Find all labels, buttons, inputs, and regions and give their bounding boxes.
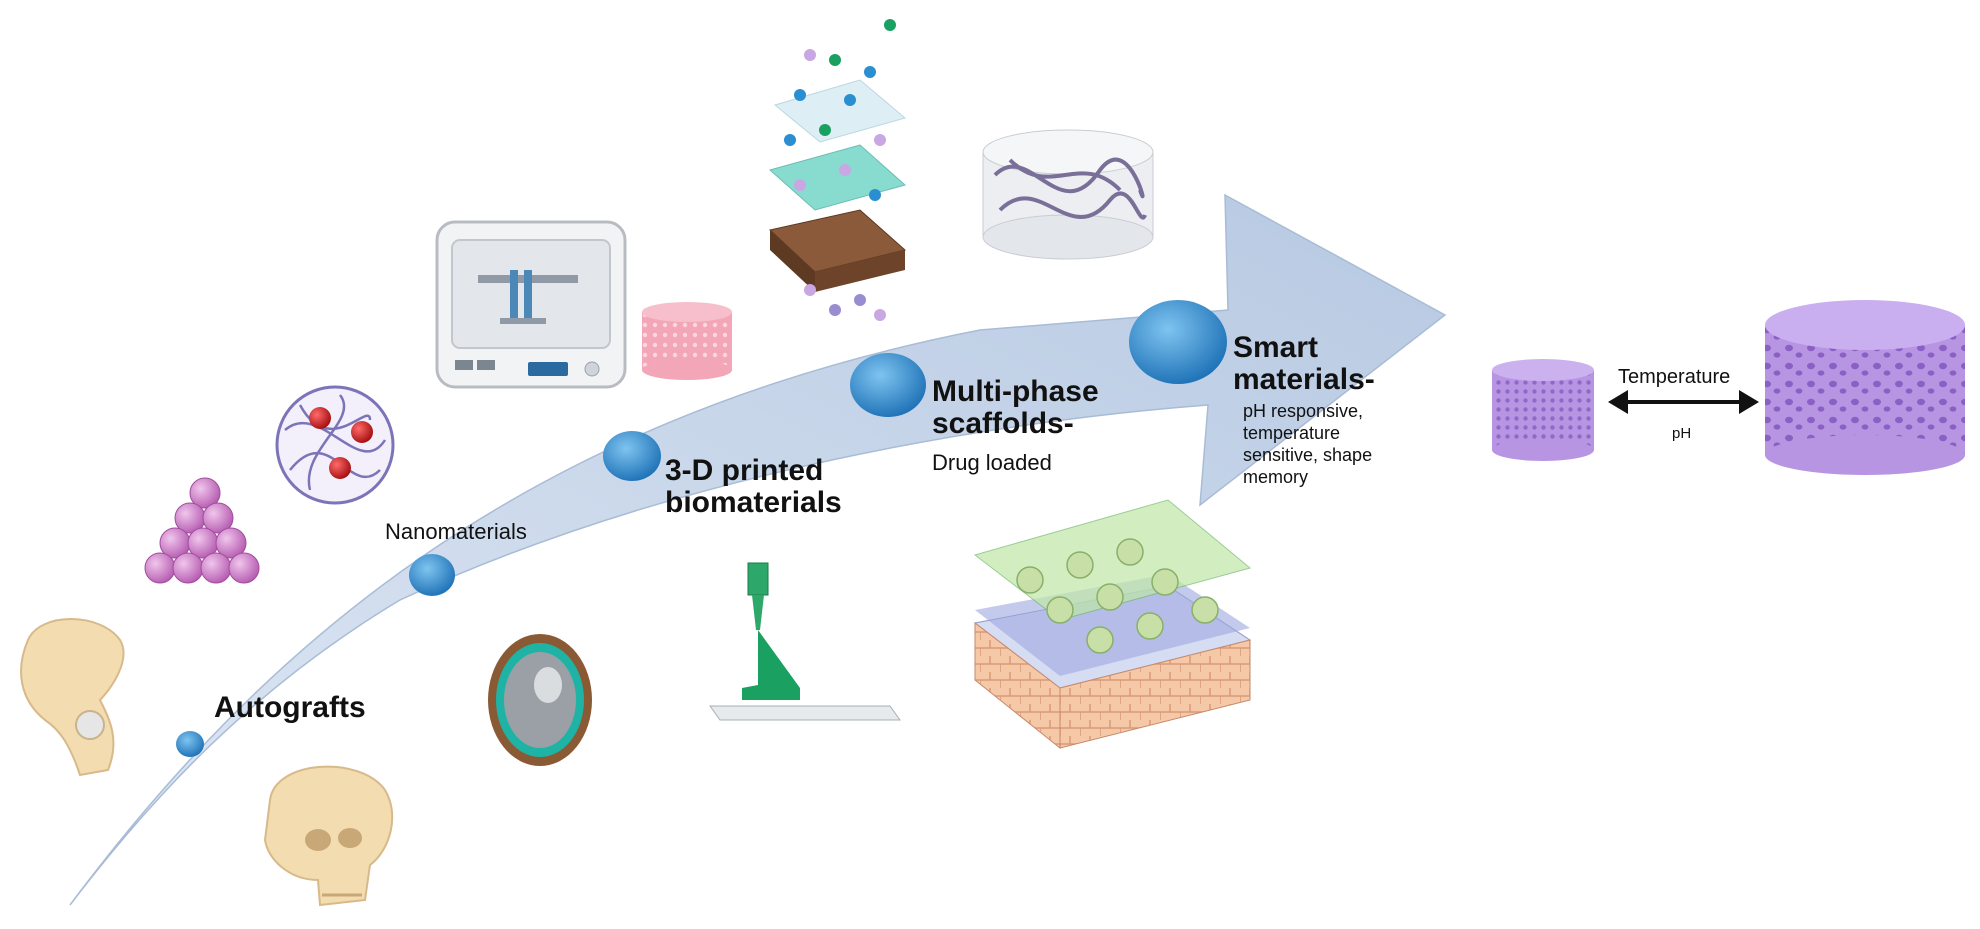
stage-label-autografts: Autografts (214, 691, 366, 724)
porous-scaffold-icon (642, 302, 732, 380)
stage-sub-multiphase: Drug loaded (932, 450, 1052, 475)
stimulus-double-arrow (1608, 390, 1759, 414)
stimulus-temperature-label: Temperature (1618, 366, 1731, 388)
large-porous-cylinder-icon (1765, 300, 1965, 475)
layered-scaffold-icon (973, 499, 1252, 750)
nanoparticle-pyramid-icon (144, 477, 260, 584)
drug-release-layers-icon (768, 19, 907, 321)
stage-sub-smart: pH responsive, temperature sensitive, sh… (1243, 401, 1373, 487)
fiber-cylinder-icon (982, 129, 1154, 260)
progress-arrow (69, 193, 1447, 906)
polymer-nanoparticle-icon (275, 385, 395, 505)
stage-label-smart: Smart materials- (1233, 331, 1375, 396)
stage-label-multiphase: Multi-phase scaffolds- (932, 375, 1099, 440)
coated-implant-icon (488, 634, 592, 766)
stage-marker-autografts (176, 731, 204, 757)
stimulus-ph-label: pH (1672, 425, 1692, 442)
pelvis-bone-icon (20, 618, 125, 777)
stage-label-nanomaterials: Nanomaterials (385, 519, 527, 544)
stage-marker-smart (1129, 300, 1227, 384)
stage-label-printed: 3-D printed biomaterials (665, 454, 842, 519)
stage-marker-multiphase (850, 353, 926, 417)
stage-marker-nanomaterials (409, 554, 455, 596)
extrusion-nozzle-icon (709, 562, 901, 721)
small-porous-cylinder-icon (1492, 359, 1594, 461)
stage-marker-printed (603, 431, 661, 481)
skull-icon (263, 765, 394, 907)
bioprinter-icon (435, 220, 627, 389)
